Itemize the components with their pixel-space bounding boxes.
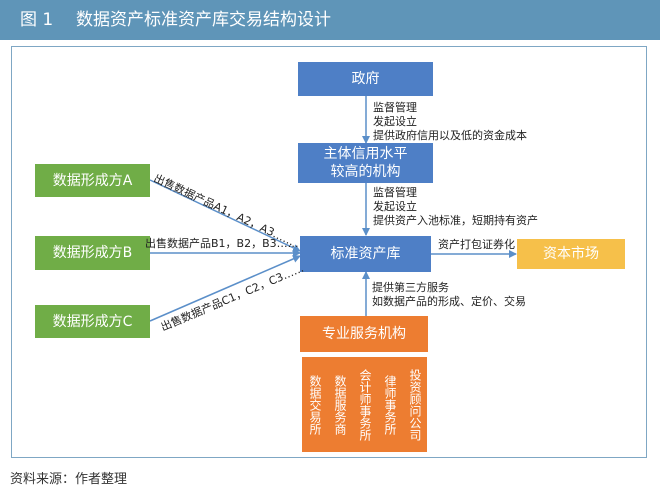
node-former-c-label: 数据形成方C bbox=[52, 313, 133, 330]
source-note: 资料来源：作者整理 bbox=[10, 472, 128, 487]
note-line: 提供政府信用以及低的资金成本 bbox=[373, 129, 527, 142]
note-line: 提供第三方服务 bbox=[372, 281, 449, 294]
note-line: 提供资产入池标准，短期持有资产 bbox=[373, 214, 538, 227]
node-former-b-label: 数据形成方B bbox=[52, 245, 133, 261]
note-gov-to-institution: 监督管理 发起设立 提供政府信用以及低的资金成本 bbox=[373, 101, 527, 143]
diagram-frame bbox=[11, 46, 647, 458]
node-former-c: 数据形成方C bbox=[35, 305, 150, 338]
figure-title: 数据资产标准资产库交易结构设计 bbox=[76, 10, 331, 30]
node-government: 政府 bbox=[298, 62, 433, 96]
service-accounting-firm-label: 会计师事务所 bbox=[358, 368, 372, 441]
node-standard-pool-label: 标准资产库 bbox=[330, 246, 401, 262]
node-standard-pool: 标准资产库 bbox=[300, 236, 431, 272]
node-credit-institution: 主体信用水平 较高的机构 bbox=[298, 143, 433, 183]
note-b-to-pool: 出售数据产品B1，B2，B3…… bbox=[145, 237, 299, 250]
service-data-exchange: 数据交易所 bbox=[302, 357, 327, 452]
node-capital-market: 资本市场 bbox=[517, 239, 625, 269]
arrow-c-to-pool bbox=[149, 255, 301, 322]
service-law-firm: 律师事务所 bbox=[377, 357, 402, 452]
figure-number: 图 1 bbox=[20, 10, 54, 30]
service-data-exchange-label: 数据交易所 bbox=[308, 374, 322, 435]
node-credit-institution-label: 主体信用水平 较高的机构 bbox=[323, 146, 408, 180]
service-data-provider-label: 数据服务商 bbox=[333, 374, 347, 435]
note-line: 监督管理 bbox=[373, 101, 417, 114]
service-data-provider: 数据服务商 bbox=[327, 357, 352, 452]
node-former-a: 数据形成方A bbox=[35, 164, 150, 197]
node-government-label: 政府 bbox=[351, 71, 380, 87]
arrow-a-to-pool bbox=[149, 179, 301, 252]
note-line: 发起设立 bbox=[373, 200, 417, 213]
note-institution-to-pool: 监督管理 发起设立 提供资产入池标准，短期持有资产 bbox=[373, 186, 538, 228]
service-accounting-firm: 会计师事务所 bbox=[352, 357, 377, 452]
node-former-a-label: 数据形成方A bbox=[52, 172, 133, 189]
node-capital-market-label: 资本市场 bbox=[543, 246, 599, 262]
node-professional-services-label: 专业服务机构 bbox=[322, 326, 406, 342]
service-investment-advisor-label: 投资顾问公司 bbox=[408, 368, 422, 441]
node-professional-services: 专业服务机构 bbox=[300, 316, 428, 352]
note-pool-to-market: 资产打包证券化 bbox=[438, 238, 515, 251]
note-line: 发起设立 bbox=[373, 115, 417, 128]
note-services-to-pool: 提供第三方服务 如数据产品的形成、定价、交易 bbox=[372, 281, 526, 309]
note-line: 监督管理 bbox=[373, 186, 417, 199]
node-former-b: 数据形成方B bbox=[35, 236, 150, 270]
figure-header: 图 1 数据资产标准资产库交易结构设计 bbox=[0, 0, 660, 40]
note-line: 如数据产品的形成、定价、交易 bbox=[372, 295, 526, 308]
service-law-firm-label: 律师事务所 bbox=[383, 374, 397, 435]
service-investment-advisor: 投资顾问公司 bbox=[402, 357, 427, 452]
